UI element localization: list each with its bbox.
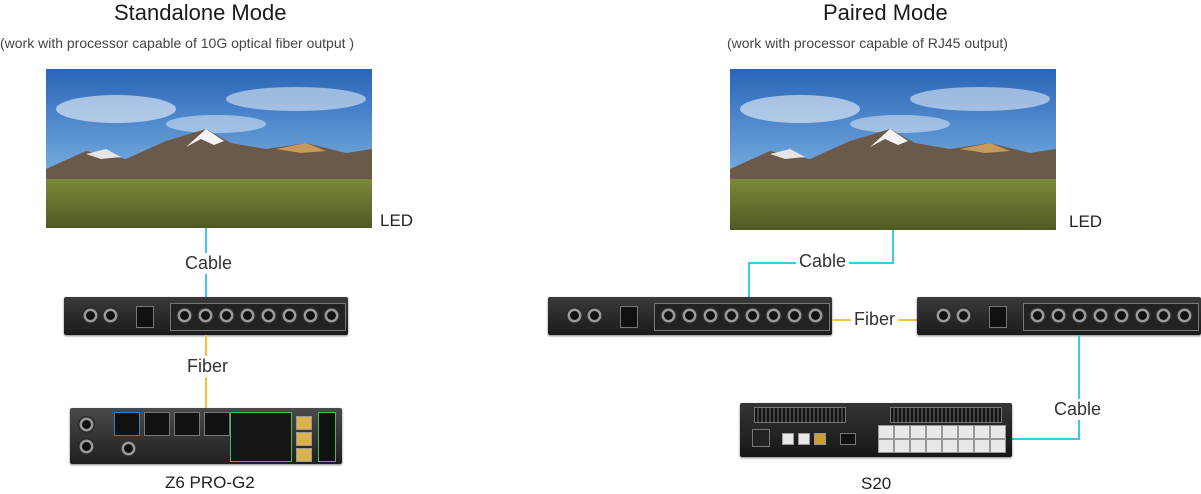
processor-label-paired: S20	[861, 474, 892, 493]
cable-label-paired-top: Cable	[796, 251, 850, 272]
receiver-unit-paired-left	[548, 297, 832, 335]
cable-line-paired-top-c	[748, 262, 750, 298]
standalone-subtitle: (work with processor capable of 10G opti…	[0, 35, 355, 51]
fiber-line-paired-a	[832, 319, 852, 321]
processor-label-standalone: Z6 PRO-G2	[165, 473, 255, 492]
fiber-label-paired: Fiber	[851, 309, 899, 330]
processor-z6-pro-g2	[70, 408, 342, 464]
processor-s20	[740, 403, 1012, 457]
fiber-line-paired-b	[898, 319, 918, 321]
cable-line-paired-top-a	[892, 230, 894, 264]
led-label-paired: LED	[1069, 212, 1103, 231]
paired-subtitle: (work with processor capable of RJ45 out…	[727, 35, 1008, 51]
fiber-label-standalone: Fiber	[184, 356, 232, 377]
led-screen-standalone	[46, 69, 372, 228]
cable-label-standalone: Cable	[182, 253, 236, 274]
cable-line-paired-bottom-b	[1012, 438, 1080, 440]
receiver-unit-paired-right	[917, 297, 1201, 335]
paired-title: Paired Mode	[823, 0, 948, 25]
cable-line-paired-bottom-a	[1078, 335, 1080, 440]
cable-label-paired-bottom: Cable	[1051, 399, 1105, 420]
receiver-unit-standalone	[64, 297, 348, 335]
led-label-standalone: LED	[380, 211, 414, 230]
standalone-title: Standalone Mode	[114, 0, 287, 25]
led-screen-paired	[730, 69, 1056, 230]
